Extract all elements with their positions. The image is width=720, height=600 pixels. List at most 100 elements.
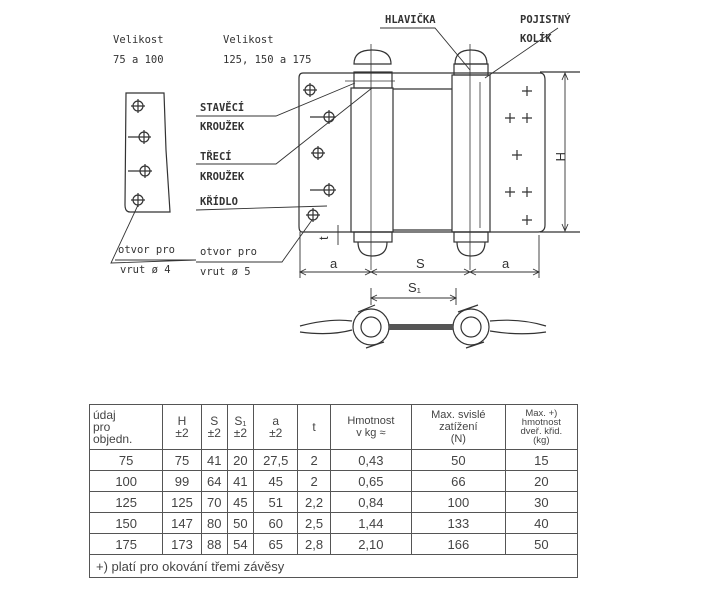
header-text: Max. +) [525,408,558,419]
header-text: údaj [93,408,116,422]
table-cell: 45 [252,470,299,492]
table-cell: 15 [504,449,579,471]
size-large-label: Velikost [223,34,274,46]
header-text: zatížení [439,421,478,433]
table-cell: 2 [297,449,331,471]
header-text: S [210,414,219,428]
label-krouzek-1: KROUŽEK [200,120,245,133]
table-cell: 147 [162,512,202,534]
table-cell: 75 [162,449,202,471]
dim-s: S [416,256,425,271]
col-header-s1: S₁±2 [226,404,254,450]
header-text: ±2 [269,426,283,440]
label-krouzek-2: KROUŽEK [200,170,245,183]
small-plate [124,92,171,213]
table-cell: 54 [226,533,254,555]
size-small-value: 75 a 100 [113,54,164,66]
label-treci: TŘECÍ [200,150,232,163]
dim-s1: S₁ [408,280,422,295]
col-header-t: t [297,404,331,450]
table-cell: 88 [200,533,228,555]
col-header-a: a±2 [252,404,299,450]
label-stavecí: STAVĚCÍ [200,101,244,114]
table-cell: 175 [88,533,164,555]
table-cell: 99 [162,470,202,492]
table-footnote: +) platí pro okování třemi závěsy [89,554,578,578]
header-text: pro [93,420,111,434]
hinge-cross-section [299,304,547,349]
table-cell: 133 [411,512,506,534]
label-kridlo: KŘÍDLO [200,195,238,208]
table-cell: 70 [200,491,228,513]
table-cell: 50 [226,512,254,534]
size-small-label: Velikost [113,34,164,46]
table-cell: 66 [411,470,506,492]
label-hlavicka: HLAVIČKA [385,13,436,26]
header-text: v kg ≈ [356,427,386,439]
table-cell: 0,65 [329,470,413,492]
col-header-s: S±2 [200,404,228,450]
header-text: objedn. [93,432,133,446]
table-footnote-row: +) platí pro okování třemi závěsy [89,554,578,578]
label-kolik: KOLÍK [520,32,552,45]
table-cell: 2,2 [297,491,331,513]
table-cell: 50 [411,449,506,471]
table-cell: 0,84 [329,491,413,513]
dim-a-left: a [330,256,338,271]
label-otvor4-2: vrut ø 4 [120,264,171,276]
table-cell: 60 [252,512,299,534]
table-cell: 125 [162,491,202,513]
table-cell: 30 [504,491,579,513]
header-text: ±2 [207,426,221,440]
header-text: hmotnost [521,417,561,428]
table-cell: 2 [297,470,331,492]
label-pojistny: POJISTNÝ [520,13,571,26]
header-text: Hmotnost [347,415,395,427]
table-cell: 75 [88,449,164,471]
dim-t: t [316,236,331,240]
header-text: a [272,414,280,428]
header-text: ±2 [233,426,248,440]
header-text: S₁ [234,414,247,428]
header-text: H [177,414,187,428]
table-cell: 2,10 [329,533,413,555]
table-cell: 80 [200,512,228,534]
col-header-h: H±2 [162,404,202,450]
header-text: (N) [450,433,466,445]
table-cell: 2,5 [297,512,331,534]
leader-lines [110,27,559,264]
table-cell: 64 [200,470,228,492]
table-cell: 41 [200,449,228,471]
header-text: t [312,420,316,434]
table-cell: 100 [411,491,506,513]
table-cell: 173 [162,533,202,555]
header-text: ±2 [175,426,189,440]
table-cell: 100 [88,470,164,492]
table-cell: 150 [88,512,164,534]
hinge-main [298,44,580,270]
table-cell: 40 [504,512,579,534]
table-cell: 45 [226,491,254,513]
label-otvor5-1: otvor pro [200,246,257,258]
label-otvor4-1: otvor pro [118,244,175,256]
table-cell: 125 [88,491,164,513]
size-large-value: 125, 150 a 175 [223,54,312,66]
table-cell: 20 [504,470,579,492]
table-cell: 20 [226,449,254,471]
table-cell: 27,5 [252,449,299,471]
screw-holes-small [128,99,152,207]
hinge-drawing: Velikost 75 a 100 Velikost 125, 150 a 17… [110,13,580,349]
dim-h: H [553,152,568,161]
table-cell: 50 [504,533,579,555]
table-cell: 0,43 [329,449,413,471]
